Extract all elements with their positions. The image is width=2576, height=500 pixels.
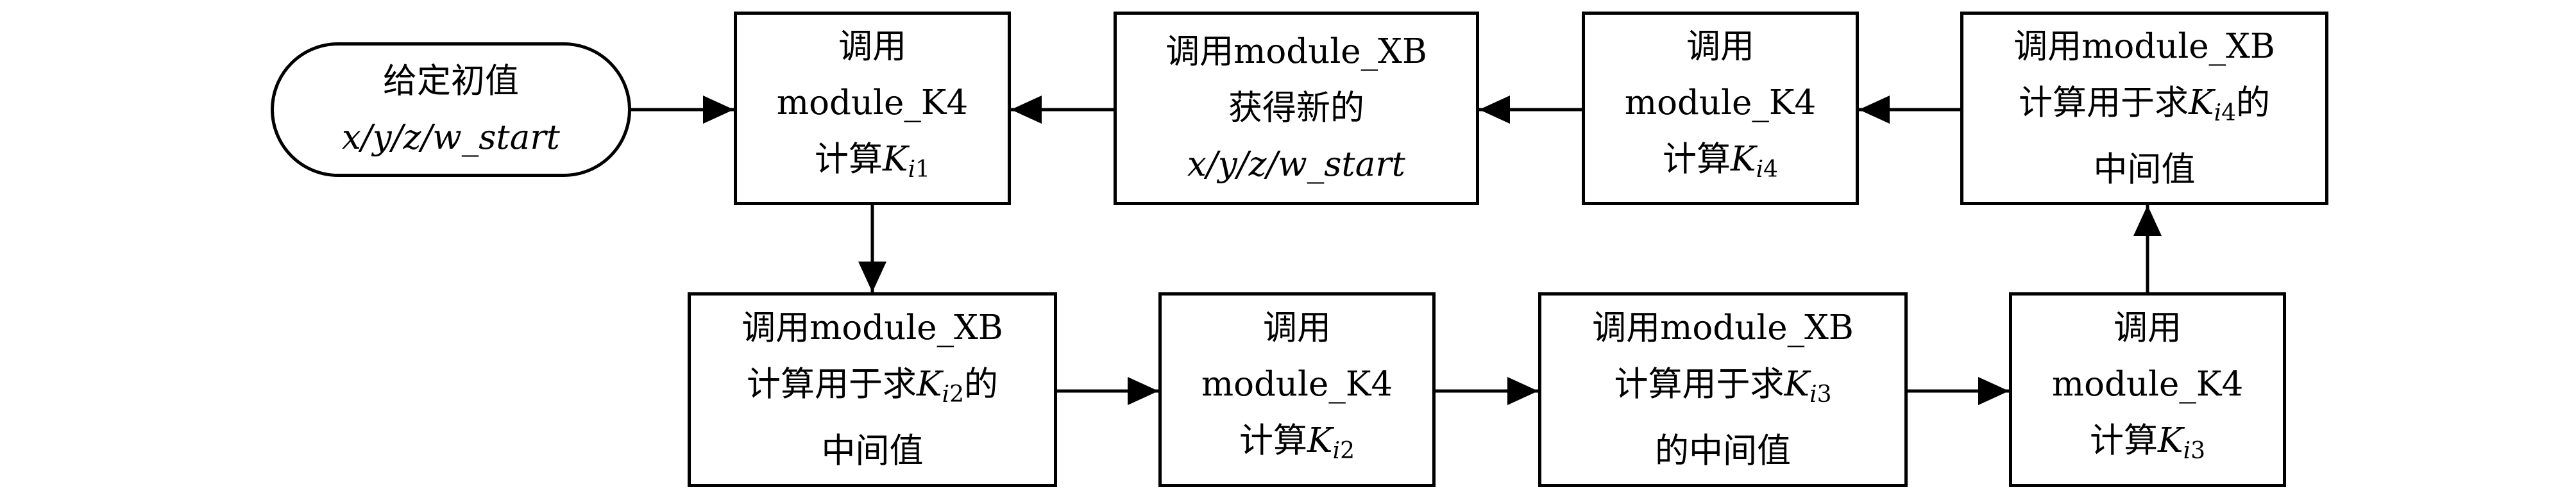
start-node: 给定初值 x/y/z/w_start xyxy=(271,42,631,177)
k1-call-label: 调用 xyxy=(838,27,906,66)
k4-module-name: module_K4 xyxy=(1624,83,1817,122)
xb-k4-intermediate-node: 调用module_XB 计算用于求Ki4的 中间值 xyxy=(1960,12,2328,205)
k3-module-name: module_K4 xyxy=(2051,365,2244,404)
k2-compute-label: 计算Ki2 xyxy=(1239,421,1355,464)
compute-k2-node: 调用 module_K4 计算Ki2 xyxy=(1158,292,1436,487)
xb-k2-call-label: 调用module_XB xyxy=(741,308,1003,347)
compute-k3-node: 调用 module_K4 计算Ki3 xyxy=(2009,292,2286,487)
k4-call-label: 调用 xyxy=(1686,27,1754,66)
xb-k4-call-label: 调用module_XB xyxy=(2013,27,2275,66)
xb-new-values-node: 调用module_XB 获得新的 x/y/z/w_start xyxy=(1114,12,1479,205)
k1-module-name: module_K4 xyxy=(776,83,969,122)
xb-k3-intermediate-label: 的中间值 xyxy=(1655,431,1791,471)
k3-call-label: 调用 xyxy=(2114,308,2182,347)
k1-compute-label: 计算Ki1 xyxy=(814,140,931,183)
xb-new-call-label: 调用module_XB xyxy=(1165,32,1427,71)
k3-compute-label: 计算Ki3 xyxy=(2089,421,2206,464)
xb-new-obtain-label: 获得新的 xyxy=(1228,88,1364,128)
compute-k4-node: 调用 module_K4 计算Ki4 xyxy=(1582,12,1859,205)
xb-k2-intermediate-label: 中间值 xyxy=(821,431,924,471)
xb-k3-call-label: 调用module_XB xyxy=(1592,308,1854,347)
xb-k3-compute-label: 计算用于求Ki3 xyxy=(1614,365,1832,408)
k2-call-label: 调用 xyxy=(1263,308,1331,347)
xb-new-variables: x/y/z/w_start xyxy=(1187,145,1405,184)
xb-k4-intermediate-label: 中间值 xyxy=(2093,150,2196,189)
k4-compute-label: 计算Ki4 xyxy=(1662,140,1779,183)
start-variables: x/y/z/w_start xyxy=(342,118,560,157)
xb-k3-intermediate-node: 调用module_XB 计算用于求Ki3 的中间值 xyxy=(1538,292,1908,487)
k2-module-name: module_K4 xyxy=(1201,365,1393,404)
compute-k1-node: 调用 module_K4 计算Ki1 xyxy=(734,12,1011,205)
start-label: 给定初值 xyxy=(383,62,519,101)
xb-k4-compute-label: 计算用于求Ki4的 xyxy=(2018,83,2271,126)
xb-k2-intermediate-node: 调用module_XB 计算用于求Ki2的 中间值 xyxy=(688,292,1057,487)
xb-k2-compute-label: 计算用于求Ki2的 xyxy=(746,365,999,408)
